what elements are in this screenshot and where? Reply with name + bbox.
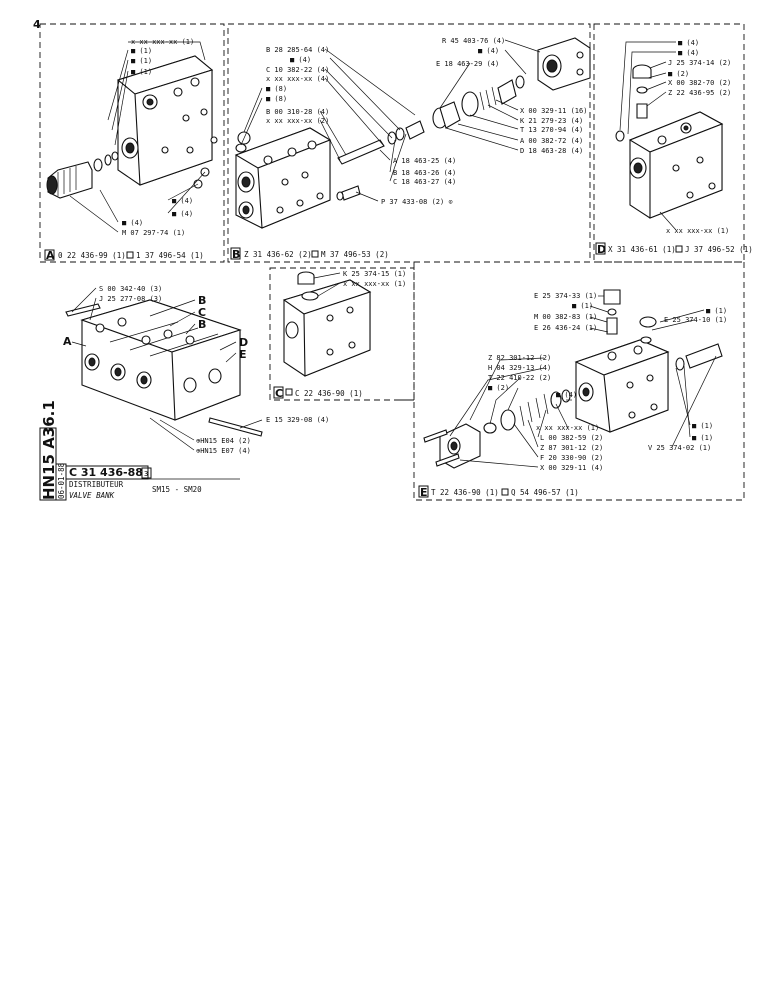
label-a-3: ■ (1) (131, 68, 152, 76)
label-b-r0: R 45 403-76 (4) (442, 37, 505, 45)
label-e-1: ■ (1) (572, 302, 593, 310)
label-e-11: x xx xxx-xx (1) (536, 424, 599, 432)
assembly-letter-3: B (198, 318, 206, 331)
corner-mark: 4 (33, 18, 41, 31)
label-b-r2: E 18 463-29 (4) (436, 60, 499, 68)
assembly-label-2: E 15 329-08 (4) (266, 416, 329, 424)
label-b-5: ■ (8) (266, 95, 287, 103)
assembly-label-1: J 25 277-08 (3) (99, 295, 162, 303)
assembly-letter-4: D (239, 336, 248, 349)
label-e-0: E 25 374-33 (1) (534, 292, 597, 300)
label-e-9: ■ (2) (488, 384, 509, 392)
label-c-1: x xx xxx-xx (1) (343, 280, 406, 288)
drawing-ref: C 31 436-88 (69, 466, 143, 479)
label-e-17: ■ (1) (692, 434, 713, 442)
assembly-label-4: ⊕HN15 E07 (4) (196, 447, 251, 455)
panel-b-caption2: M 37 496-53 (2) (321, 250, 389, 259)
models: SM15 - SM20 (152, 485, 202, 494)
assembly-letter-1: B (198, 294, 206, 307)
label-e-15: X 00 329-11 (4) (540, 464, 603, 472)
label-b-r3: X 00 329-11 (16) (520, 107, 587, 115)
label-a-5: ■ (4) (172, 210, 193, 218)
label-b-7: x xx xxx-xx (2) (266, 117, 329, 125)
label-e-8: T 22 410-22 (2) (488, 374, 551, 382)
label-a-4: ■ (4) (172, 197, 193, 205)
label-c-0: K 25 374-15 (1) (343, 270, 406, 278)
assembly-letter-2: C (198, 306, 206, 319)
panel-c-caption: C 22 436-90 (1) (295, 389, 363, 398)
label-b-4: ■ (8) (266, 85, 287, 93)
panel-a-caption: 0 22 436-99 (1) (58, 251, 126, 260)
label-b-r6: A 00 382-72 (4) (520, 137, 583, 145)
label-e-12: L 00 382-59 (2) (540, 434, 603, 442)
label-d-0: ■ (4) (678, 39, 699, 47)
label-d-5: Z 22 436-95 (2) (668, 89, 731, 97)
label-e-5: E 25 374-10 (1) (664, 316, 727, 324)
panel-d-caption: X 31 436-61 (1) (608, 245, 676, 254)
panel-a-letter: A (46, 249, 55, 262)
label-e-3: E 26 436-24 (1) (534, 324, 597, 332)
assembly-label-0: S 00 342-40 (3) (99, 285, 162, 293)
assembly-letter-0: A (63, 335, 72, 348)
label-b-r1: ■ (4) (478, 47, 499, 55)
panel-d-caption2: J 37 496-52 (1) (685, 245, 753, 254)
label-e-18: V 25 374-02 (1) (648, 444, 711, 452)
panel-e-caption2: Q 54 496-57 (1) (511, 488, 579, 497)
label-b-2: C 10 382-22 (4) (266, 66, 329, 74)
panel-b-letter: B (232, 248, 240, 261)
panel-b: B 28 285-64 (4) ■ (4) C 10 382-22 (4) x … (230, 37, 591, 261)
label-a-7: M 07 297-74 (1) (122, 229, 185, 237)
panel-e-caption: T 22 436-90 (1) (431, 488, 499, 497)
panel-a-caption2: 1 37 496-54 (1) (136, 251, 204, 260)
name-en: VALVE BANK (69, 491, 115, 500)
label-e-16: ■ (1) (692, 422, 713, 430)
label-b-r7: D 18 463-28 (4) (520, 147, 583, 155)
assembly-letter-5: E (239, 348, 247, 361)
assembly-label-3: ⊕HN15 E04 (2) (196, 437, 251, 445)
label-b-10: C 18 463-27 (4) (393, 178, 456, 186)
label-b-6: B 00 310-28 (4) (266, 108, 329, 116)
label-e-13: Z 87 301-12 (2) (540, 444, 603, 452)
label-d-2: J 25 374-14 (2) (668, 59, 731, 67)
label-e-4: ■ (1) (706, 307, 727, 315)
drawing-rev: 3 (144, 470, 148, 478)
panel-e: E 25 374-33 (1) ■ (1) M 00 382-83 (1) E … (418, 289, 727, 499)
label-a-2: ■ (1) (131, 57, 152, 65)
label-e-7: H 04 329-13 (4) (488, 364, 551, 372)
label-a-0: x xx xxx-xx (1) (131, 38, 194, 46)
panel-frames (39, 23, 745, 501)
drawing-date: 06-01-88 (57, 462, 66, 499)
label-d-1: ■ (4) (678, 49, 699, 57)
label-a-1: ■ (1) (131, 47, 152, 55)
panel-e-letter: E (420, 486, 428, 499)
name-fr: DISTRIBUTEUR (69, 480, 124, 489)
label-b-1: ■ (4) (290, 56, 311, 64)
label-e-6: Z 82 301-12 (2) (488, 354, 551, 362)
panel-d: ■ (4) ■ (4) J 25 374-14 (2) ■ (2) X 00 3… (595, 39, 753, 256)
panel-c-letter: C (275, 387, 283, 400)
label-b-3: x xx xxx-xx (4) (266, 75, 329, 83)
panel-b-caption: Z 31 436-62 (2) (244, 250, 312, 259)
panel-c: K 25 374-15 (1) x xx xxx-xx (1) C C 22 4… (273, 270, 406, 400)
label-b-r5: T 13 270-94 (4) (520, 126, 583, 134)
label-b-0: B 28 285-64 (4) (266, 46, 329, 54)
label-d-3: ■ (2) (668, 70, 689, 78)
label-b-9: B 18 463-26 (4) (393, 169, 456, 177)
label-e-14: F 20 330-90 (2) (540, 454, 603, 462)
label-b-8: A 18 463-25 (4) (393, 157, 456, 165)
label-e-2: M 00 382-83 (1) (534, 313, 597, 321)
label-d-6: x xx xxx-xx (1) (666, 227, 729, 235)
label-b-11: P 37 433-08 (2) ⊙ (381, 198, 453, 206)
label-b-r4: K 21 279-23 (4) (520, 117, 583, 125)
assembly: S 00 342-40 (3) J 25 277-08 (3) E 15 329… (63, 285, 329, 455)
label-e-10: ■ (4) (556, 391, 577, 399)
label-d-4: X 00 382-70 (2) (668, 79, 731, 87)
title-block: HN15 A36.1 06-01-88 C 31 436-88 3 DISTRI… (39, 400, 240, 501)
label-a-6: ■ (4) (122, 219, 143, 227)
panel-a: x xx xxx-xx (1) ■ (1) ■ (1) ■ (1) ■ (4) … (44, 38, 218, 262)
vertical-code: HN15 A36.1 (40, 400, 58, 500)
panel-d-letter: D (597, 243, 606, 256)
